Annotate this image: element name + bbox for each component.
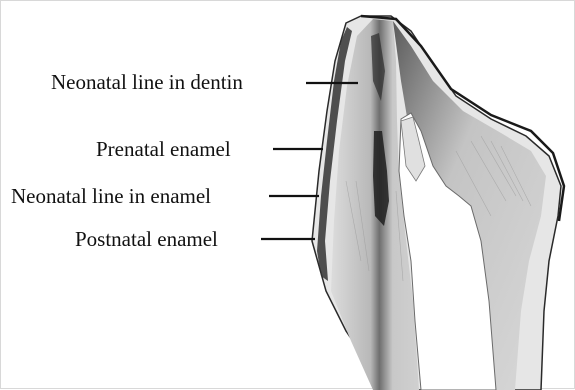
label-neonatal-line-dentin: Neonatal line in dentin [51,70,243,94]
label-prenatal-enamel: Prenatal enamel [96,137,231,161]
label-postnatal-enamel: Postnatal enamel [75,227,218,251]
label-neonatal-line-enamel: Neonatal line in enamel [11,184,211,208]
